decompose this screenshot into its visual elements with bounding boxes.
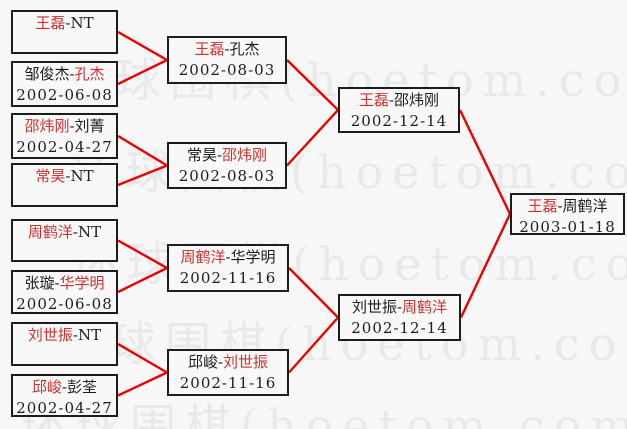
- match-players: 王磊-孔杰: [169, 39, 285, 60]
- player-name: -华学明: [225, 248, 276, 266]
- winner-name: 王磊: [35, 14, 66, 32]
- winner-name: 刘世振: [27, 326, 73, 344]
- match-box-r1-5: 周鹤洋-NT: [11, 219, 118, 262]
- match-players: 刘世振-NT: [13, 325, 116, 346]
- player-name: -周鹤洋: [557, 197, 608, 215]
- watermark-text: 环球围棋(hoetom.com): [72, 237, 627, 291]
- match-date: 2002-04-27: [16, 138, 113, 156]
- player-name: -NT: [65, 167, 94, 185]
- player-name: 邱峻-: [187, 353, 224, 371]
- player-name: -NT: [72, 223, 102, 241]
- winner-name: 常昊: [35, 167, 66, 185]
- match-players: 张璇-华学明: [13, 273, 116, 294]
- watermark-text: 环球围棋(hoetom.com): [70, 145, 627, 199]
- match-box-r2-2: 常昊-邵炜刚 2002-08-03: [167, 142, 287, 189]
- match-date: 2002-04-27: [16, 399, 113, 417]
- match-date: 2002-11-16: [179, 269, 277, 287]
- match-date: 2002-06-08: [16, 86, 113, 104]
- match-date: 2002-08-03: [178, 167, 276, 185]
- match-box-sf-1: 王磊-邵炜刚 2002-12-14: [338, 87, 460, 133]
- match-players: 周鹤洋-NT: [13, 222, 116, 243]
- match-players: 周鹤洋-华学明: [169, 247, 287, 268]
- match-date: 2002-06-08: [16, 295, 113, 313]
- match-players: 王磊-邵炜刚: [340, 90, 458, 111]
- winner-name: 周鹤洋: [402, 298, 448, 316]
- match-players: 王磊-NT: [13, 13, 116, 34]
- player-name: -NT: [65, 14, 94, 32]
- match-box-sf-2: 刘世振-周鹤洋 2002-12-14: [338, 294, 461, 341]
- winner-name: 邵炜刚: [24, 117, 70, 135]
- match-box-r2-4: 邱峻-刘世振 2002-11-16: [167, 349, 289, 396]
- player-name: 张璇-: [24, 274, 60, 292]
- match-box-r1-7: 刘世振-NT: [11, 322, 118, 366]
- match-players: 邵炜刚-刘菁: [13, 116, 116, 137]
- match-players: 刘世振-周鹤洋: [340, 297, 459, 318]
- winner-name: 周鹤洋: [180, 248, 226, 266]
- winner-name: 刘世振: [223, 353, 269, 371]
- match-box-r1-8: 邱峻-彭荃 2002-04-27: [11, 374, 118, 417]
- match-box-r1-2: 邹俊杰-孔杰 2002-06-08: [11, 61, 118, 107]
- player-name: -刘菁: [69, 117, 105, 135]
- winner-name: 邱峻: [31, 378, 62, 396]
- player-name: 常昊-: [186, 146, 223, 164]
- winner-name: 王磊: [358, 91, 389, 109]
- match-players: 邱峻-彭荃: [13, 377, 116, 398]
- match-box-r2-3: 周鹤洋-华学明 2002-11-16: [167, 244, 289, 292]
- match-box-r1-6: 张璇-华学明 2002-06-08: [11, 270, 118, 314]
- player-name: -孔杰: [224, 40, 260, 58]
- match-players: 常昊-NT: [13, 166, 116, 187]
- match-date: 2003-01-18: [519, 218, 616, 236]
- winner-name: 周鹤洋: [27, 223, 73, 241]
- match-box-r1-4: 常昊-NT: [11, 163, 118, 207]
- match-box-r1-3: 邵炜刚-刘菁 2002-04-27: [11, 113, 118, 159]
- player-name: -彭荃: [61, 378, 98, 396]
- match-players: 王磊-周鹤洋: [512, 196, 623, 217]
- watermark-text: 环球围棋(hoetom.com): [20, 399, 627, 429]
- match-date: 2002-11-16: [179, 374, 277, 392]
- winner-name: 王磊: [527, 197, 558, 215]
- winner-name: 王磊: [194, 40, 225, 58]
- match-box-final: 王磊-周鹤洋 2003-01-18: [510, 193, 625, 236]
- match-players: 邹俊杰-孔杰: [13, 64, 116, 85]
- player-name: 邹俊杰-: [24, 65, 75, 83]
- match-box-r1-1: 王磊-NT: [11, 10, 118, 54]
- winner-name: 邵炜刚: [222, 146, 268, 164]
- match-date: 2002-12-14: [351, 319, 448, 337]
- winner-name: 孔杰: [74, 65, 105, 83]
- match-players: 常昊-邵炜刚: [169, 145, 285, 166]
- winner-name: 华学明: [59, 274, 105, 292]
- match-box-r2-1: 王磊-孔杰 2002-08-03: [167, 36, 287, 84]
- player-name: -邵炜刚: [388, 91, 440, 109]
- match-date: 2002-12-14: [350, 112, 448, 130]
- player-name: -NT: [72, 326, 102, 344]
- match-date: 2002-08-03: [178, 61, 276, 79]
- player-name: 刘世振-: [351, 298, 403, 316]
- match-players: 邱峻-刘世振: [169, 352, 287, 373]
